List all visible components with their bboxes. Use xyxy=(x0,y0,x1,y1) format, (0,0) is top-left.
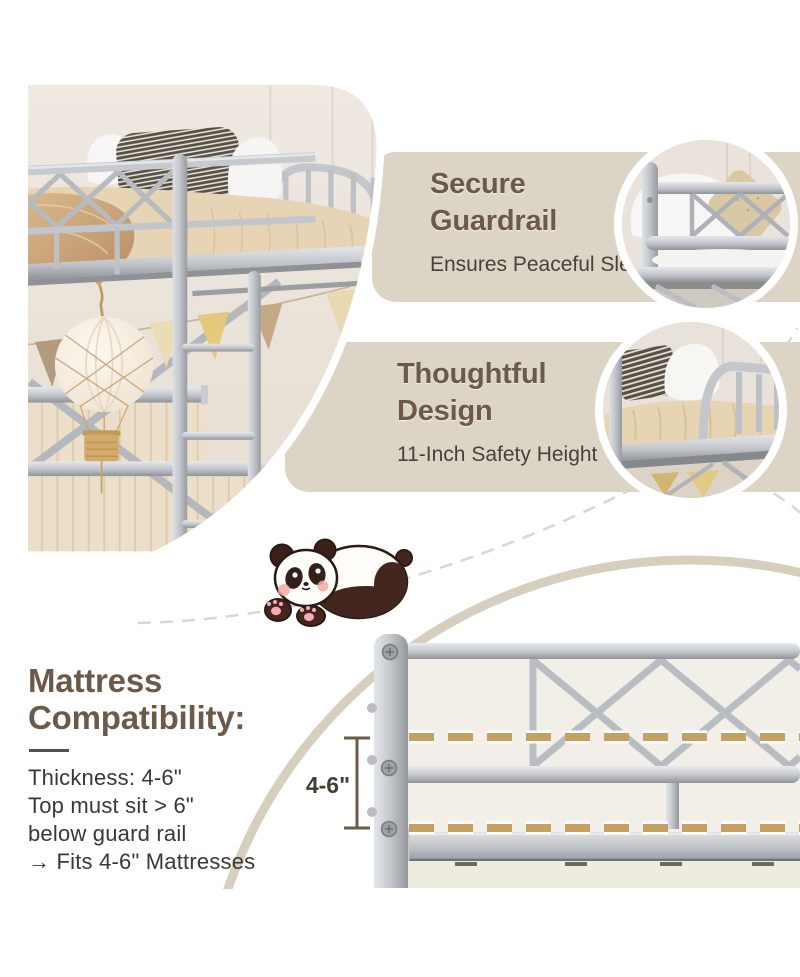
section-heading: Mattress Compatibility: xyxy=(28,662,328,736)
white-pillow xyxy=(664,343,720,401)
feature-card-text: Secure Guardrail Ensures Peaceful Sleep xyxy=(430,166,654,277)
curved-guardrail xyxy=(698,361,779,443)
corner-post xyxy=(642,162,658,284)
beige-arc-ring xyxy=(223,555,800,889)
feature-title-line: Guardrail xyxy=(430,205,558,237)
feature-title: Secure Guardrail xyxy=(430,166,654,240)
feature-subtitle: 11-Inch Safety Height xyxy=(397,443,598,466)
feature-title: Thoughtful Design xyxy=(397,356,597,430)
far-side-rail xyxy=(192,279,377,297)
x-lattice xyxy=(689,192,790,238)
x-lattice xyxy=(529,657,800,769)
section-heading-line: Compatibility: xyxy=(28,699,246,736)
mid-rail xyxy=(402,766,800,783)
corner-post xyxy=(367,634,408,888)
feature-subtitle: Ensures Peaceful Sleep xyxy=(430,253,655,276)
measurement-bracket xyxy=(344,736,370,830)
measurement-label: 4-6" xyxy=(306,772,350,798)
flag xyxy=(651,472,679,496)
heading-underline xyxy=(29,749,69,752)
mattress-compatibility-section: Mattress Compatibility: Thickness: 4-6" … xyxy=(28,662,328,876)
spindle-stub xyxy=(666,783,679,829)
mattress-limit-dashes xyxy=(409,730,800,835)
feature-title-line: Secure xyxy=(430,168,526,200)
safety-height-closeup-photo xyxy=(603,322,779,498)
detail-line: Top must sit > 6" xyxy=(28,793,194,818)
detail-line: → Fits 4-6" Mattresses xyxy=(28,849,256,874)
top-rail xyxy=(650,182,790,194)
detail-line: Thickness: 4-6" xyxy=(28,765,182,790)
deck-rail xyxy=(605,434,779,462)
striped-pillow xyxy=(616,345,678,401)
screws xyxy=(380,643,399,838)
guardrail-closeup-photo xyxy=(622,140,790,308)
loft-bed-photo xyxy=(20,85,385,560)
feature-title-line: Thoughtful xyxy=(397,358,547,390)
mid-rail xyxy=(646,236,790,250)
hot-air-balloon-decoration xyxy=(54,272,154,494)
bed-leg xyxy=(361,249,376,552)
feature-title-line: Design xyxy=(397,395,493,427)
far-post xyxy=(609,336,622,486)
section-heading-line: Mattress xyxy=(28,662,163,699)
side-rail-beam xyxy=(399,832,800,860)
section-details: Thickness: 4-6" Top must sit > 6" below … xyxy=(28,764,328,876)
bottom-rail xyxy=(638,267,790,282)
panda-plush-illustration xyxy=(264,538,413,627)
feature-card-text: Thoughtful Design 11-Inch Safety Height xyxy=(397,356,597,467)
top-rail xyxy=(402,643,800,659)
detail-line: below guard rail xyxy=(28,821,187,846)
x-pattern-guardrail xyxy=(28,152,316,275)
guardrail-measurement-diagram: 4-6" xyxy=(306,634,800,888)
